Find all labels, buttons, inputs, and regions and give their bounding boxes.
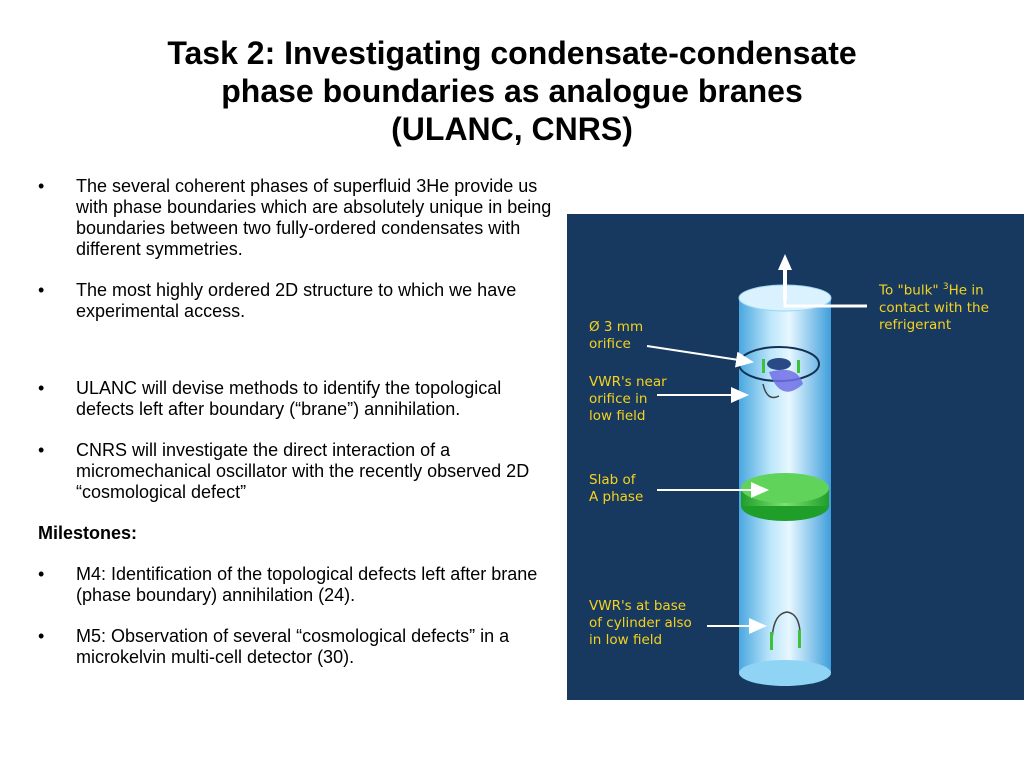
a-phase-slab — [741, 473, 829, 521]
label-a-phase-slab: Slab of A phase — [589, 472, 643, 506]
label-vwr-near-line-2: orifice in — [589, 391, 648, 407]
label-vwr-near-line-3: low field — [589, 408, 646, 424]
orifice-disc — [738, 346, 820, 399]
base-vwr — [770, 611, 801, 650]
bullet-item: • CNRS will investigate the direct inter… — [38, 440, 562, 503]
label-orifice-line-1: Ø 3 mm — [589, 319, 644, 335]
milestone-text: M5: Observation of several “cosmological… — [76, 626, 510, 667]
title-line-2: phase boundaries as analogue branes — [221, 73, 803, 109]
milestone-item: • M4: Identification of the topological … — [38, 564, 562, 606]
label-bulk-sup: 3 — [942, 282, 949, 292]
bullet-marker: • — [38, 564, 45, 584]
label-vwr-near-line-1: VWR's near — [589, 374, 667, 390]
milestone-text: M4: Identification of the topological de… — [76, 564, 538, 605]
label-bulk-line-3: refrigerant — [879, 316, 952, 333]
cylinder-diagram: To "bulk" 3He in contact with the refrig… — [567, 214, 1024, 700]
label-bulk-refrigerant: To "bulk" 3He in contact with the refrig… — [879, 279, 989, 334]
label-vwr-base: VWR's at base of cylinder also in low fi… — [589, 598, 692, 649]
bullet-text: The most highly ordered 2D structure to … — [76, 280, 517, 321]
bullet-text: CNRS will investigate the direct interac… — [76, 440, 530, 502]
label-bulk-line-1: To "bulk" — [879, 282, 943, 299]
pointer-arrows — [646, 345, 769, 634]
label-slab-line-1: Slab of — [589, 472, 636, 488]
label-bulk-line-2: contact with the — [879, 299, 989, 316]
milestones-heading: Milestones: — [38, 523, 138, 543]
label-bulk-line-1-rest: He in — [948, 282, 984, 299]
bullet-marker: • — [38, 440, 45, 460]
bullet-marker: • — [38, 280, 45, 300]
bullet-marker: • — [38, 378, 45, 398]
label-vwr-base-line-1: VWR's at base — [589, 598, 687, 614]
label-orifice-line-2: orifice — [589, 336, 631, 352]
label-vwr-near-orifice: VWR's near orifice in low field — [589, 374, 667, 425]
title-line-1: Task 2: Investigating condensate-condens… — [167, 35, 857, 71]
label-orifice: Ø 3 mm orifice — [589, 319, 643, 353]
outlet-tube — [778, 254, 867, 308]
bullet-text: ULANC will devise methods to identify th… — [76, 378, 502, 419]
slide-title: Task 2: Investigating condensate-condens… — [112, 34, 912, 148]
milestone-item: • M5: Observation of several “cosmologic… — [38, 626, 562, 668]
label-vwr-base-line-2: of cylinder also — [589, 615, 692, 631]
cylinder-diagram-graphic — [646, 254, 867, 686]
label-slab-line-2: A phase — [589, 489, 644, 505]
bullet-item: • The several coherent phases of superfl… — [38, 176, 562, 260]
label-vwr-base-line-3: in low field — [589, 632, 663, 648]
bullet-item: • ULANC will devise methods to identify … — [38, 378, 562, 420]
bullet-item: • The most highly ordered 2D structure t… — [38, 280, 562, 322]
bullet-marker: • — [38, 176, 45, 196]
title-line-3: (ULANC, CNRS) — [391, 111, 633, 147]
bullet-marker: • — [38, 626, 45, 646]
slide-body: • The several coherent phases of superfl… — [38, 176, 562, 688]
bullet-text: The several coherent phases of superflui… — [76, 176, 552, 259]
